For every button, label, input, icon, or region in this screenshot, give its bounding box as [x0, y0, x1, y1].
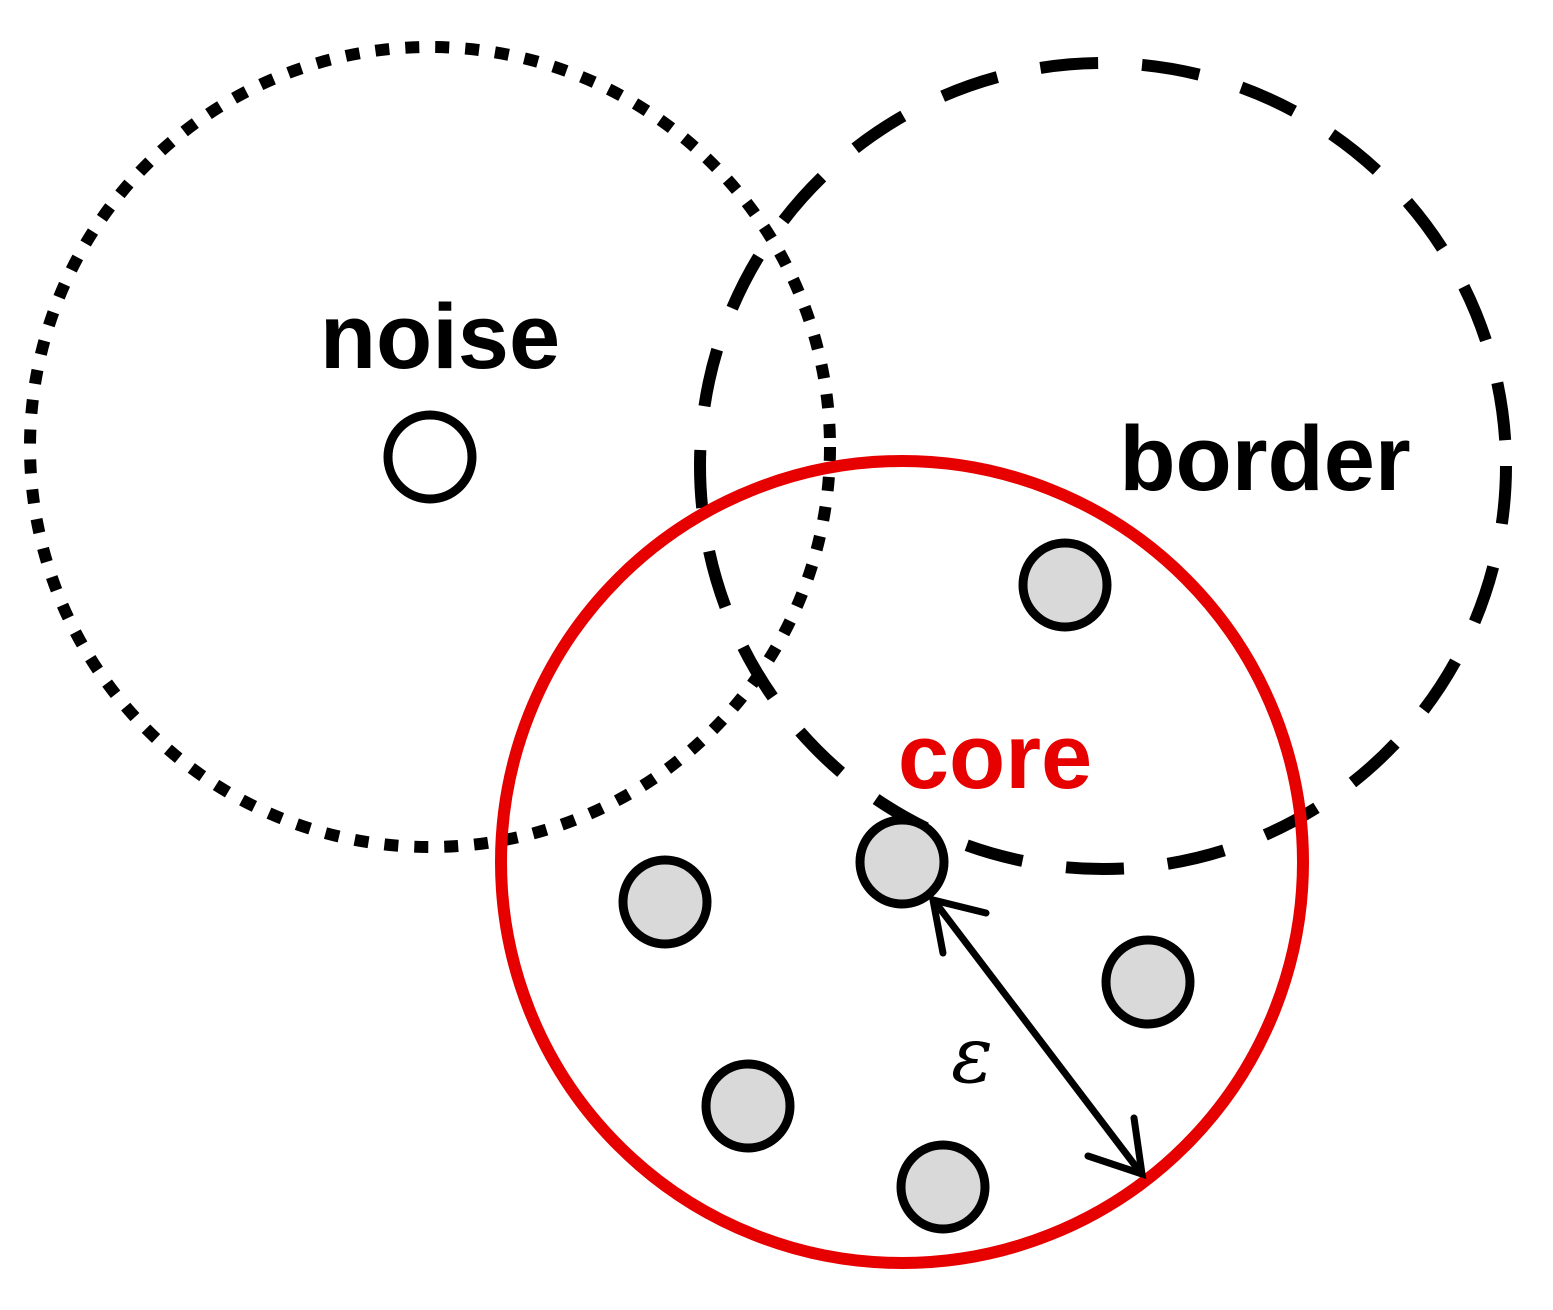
core-label: core — [898, 706, 1092, 808]
point-lower-left — [701, 1059, 795, 1153]
point-upper-right — [1018, 538, 1112, 632]
epsilon-radius-arrow — [928, 895, 1147, 1180]
border-label: border — [1119, 408, 1410, 510]
noise-label: noise — [320, 286, 560, 388]
point-bottom — [896, 1140, 990, 1234]
noise-neighborhood-circle — [24, 41, 836, 853]
border-neighborhood-circle — [694, 57, 1512, 875]
epsilon-label: ε — [951, 1011, 993, 1101]
noise-point — [383, 410, 477, 504]
point-right — [1101, 935, 1195, 1029]
point-left — [618, 855, 712, 949]
core-neighborhood-circle — [495, 455, 1309, 1269]
core-point — [855, 815, 949, 909]
